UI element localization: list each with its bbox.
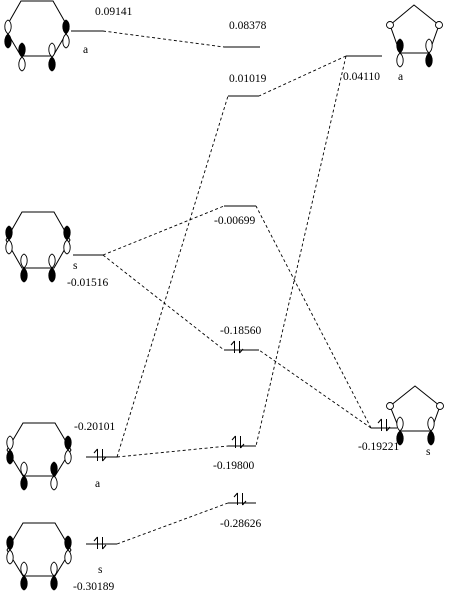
energy-label-c1: 0.08378 (229, 20, 267, 32)
labels: 0.09141 a s -0.01516 -0.20101 a s -0.301… (67, 6, 431, 593)
correlation-b2-c3 (102, 205, 225, 256)
energy-label-c4: -0.18560 (220, 325, 261, 337)
correlation-b4-c6 (116, 502, 229, 545)
symmetry-label-b1: a (83, 44, 88, 56)
energy-label-b4: -0.30189 (73, 581, 114, 593)
benzene-orbital-a-upper (4, 0, 70, 72)
energy-label-b1: 0.09141 (95, 6, 133, 18)
symmetry-label-d1: a (398, 71, 403, 83)
electron-pair-d2 (377, 418, 391, 432)
correlation-b3-c2 (116, 95, 229, 458)
correlation-b1-c1 (102, 30, 225, 48)
electron-pair-b3 (93, 448, 107, 462)
benzene-orbital-s-upper (5, 211, 71, 283)
energy-label-c3: -0.00699 (214, 215, 255, 227)
energy-label-d1: 0.04110 (343, 71, 380, 83)
correlation-lines (102, 30, 372, 545)
energy-label-d2: -0.19221 (358, 441, 399, 453)
correlation-d2-c4 (258, 349, 372, 429)
dioxole-orbital-a (386, 4, 443, 68)
electron-pair-b4 (93, 536, 107, 550)
symmetry-label-d2: s (426, 446, 431, 458)
correlation-d2-c3 (255, 205, 372, 429)
benzene-orbital-a-lower (6, 422, 72, 491)
correlation-b3-c5 (116, 445, 229, 458)
dioxole-orbital-s (386, 385, 444, 446)
energy-label-c2: 0.01019 (229, 73, 267, 85)
symmetry-label-b3: a (95, 478, 100, 490)
energy-label-b3: -0.20101 (74, 421, 115, 433)
energy-label-c5: -0.19800 (213, 460, 254, 472)
electron-pair-c4 (230, 340, 244, 354)
energy-label-c6: -0.28626 (220, 518, 261, 530)
correlation-b2-c4 (102, 254, 225, 351)
symmetry-label-b2: s (73, 260, 78, 272)
energy-label-b2: -0.01516 (67, 277, 108, 289)
correlation-d1-c5 (255, 55, 347, 447)
benzene-orbital-s-lower (6, 522, 72, 591)
symmetry-label-b4: s (98, 564, 103, 576)
correlation-d1-c2 (258, 55, 347, 97)
